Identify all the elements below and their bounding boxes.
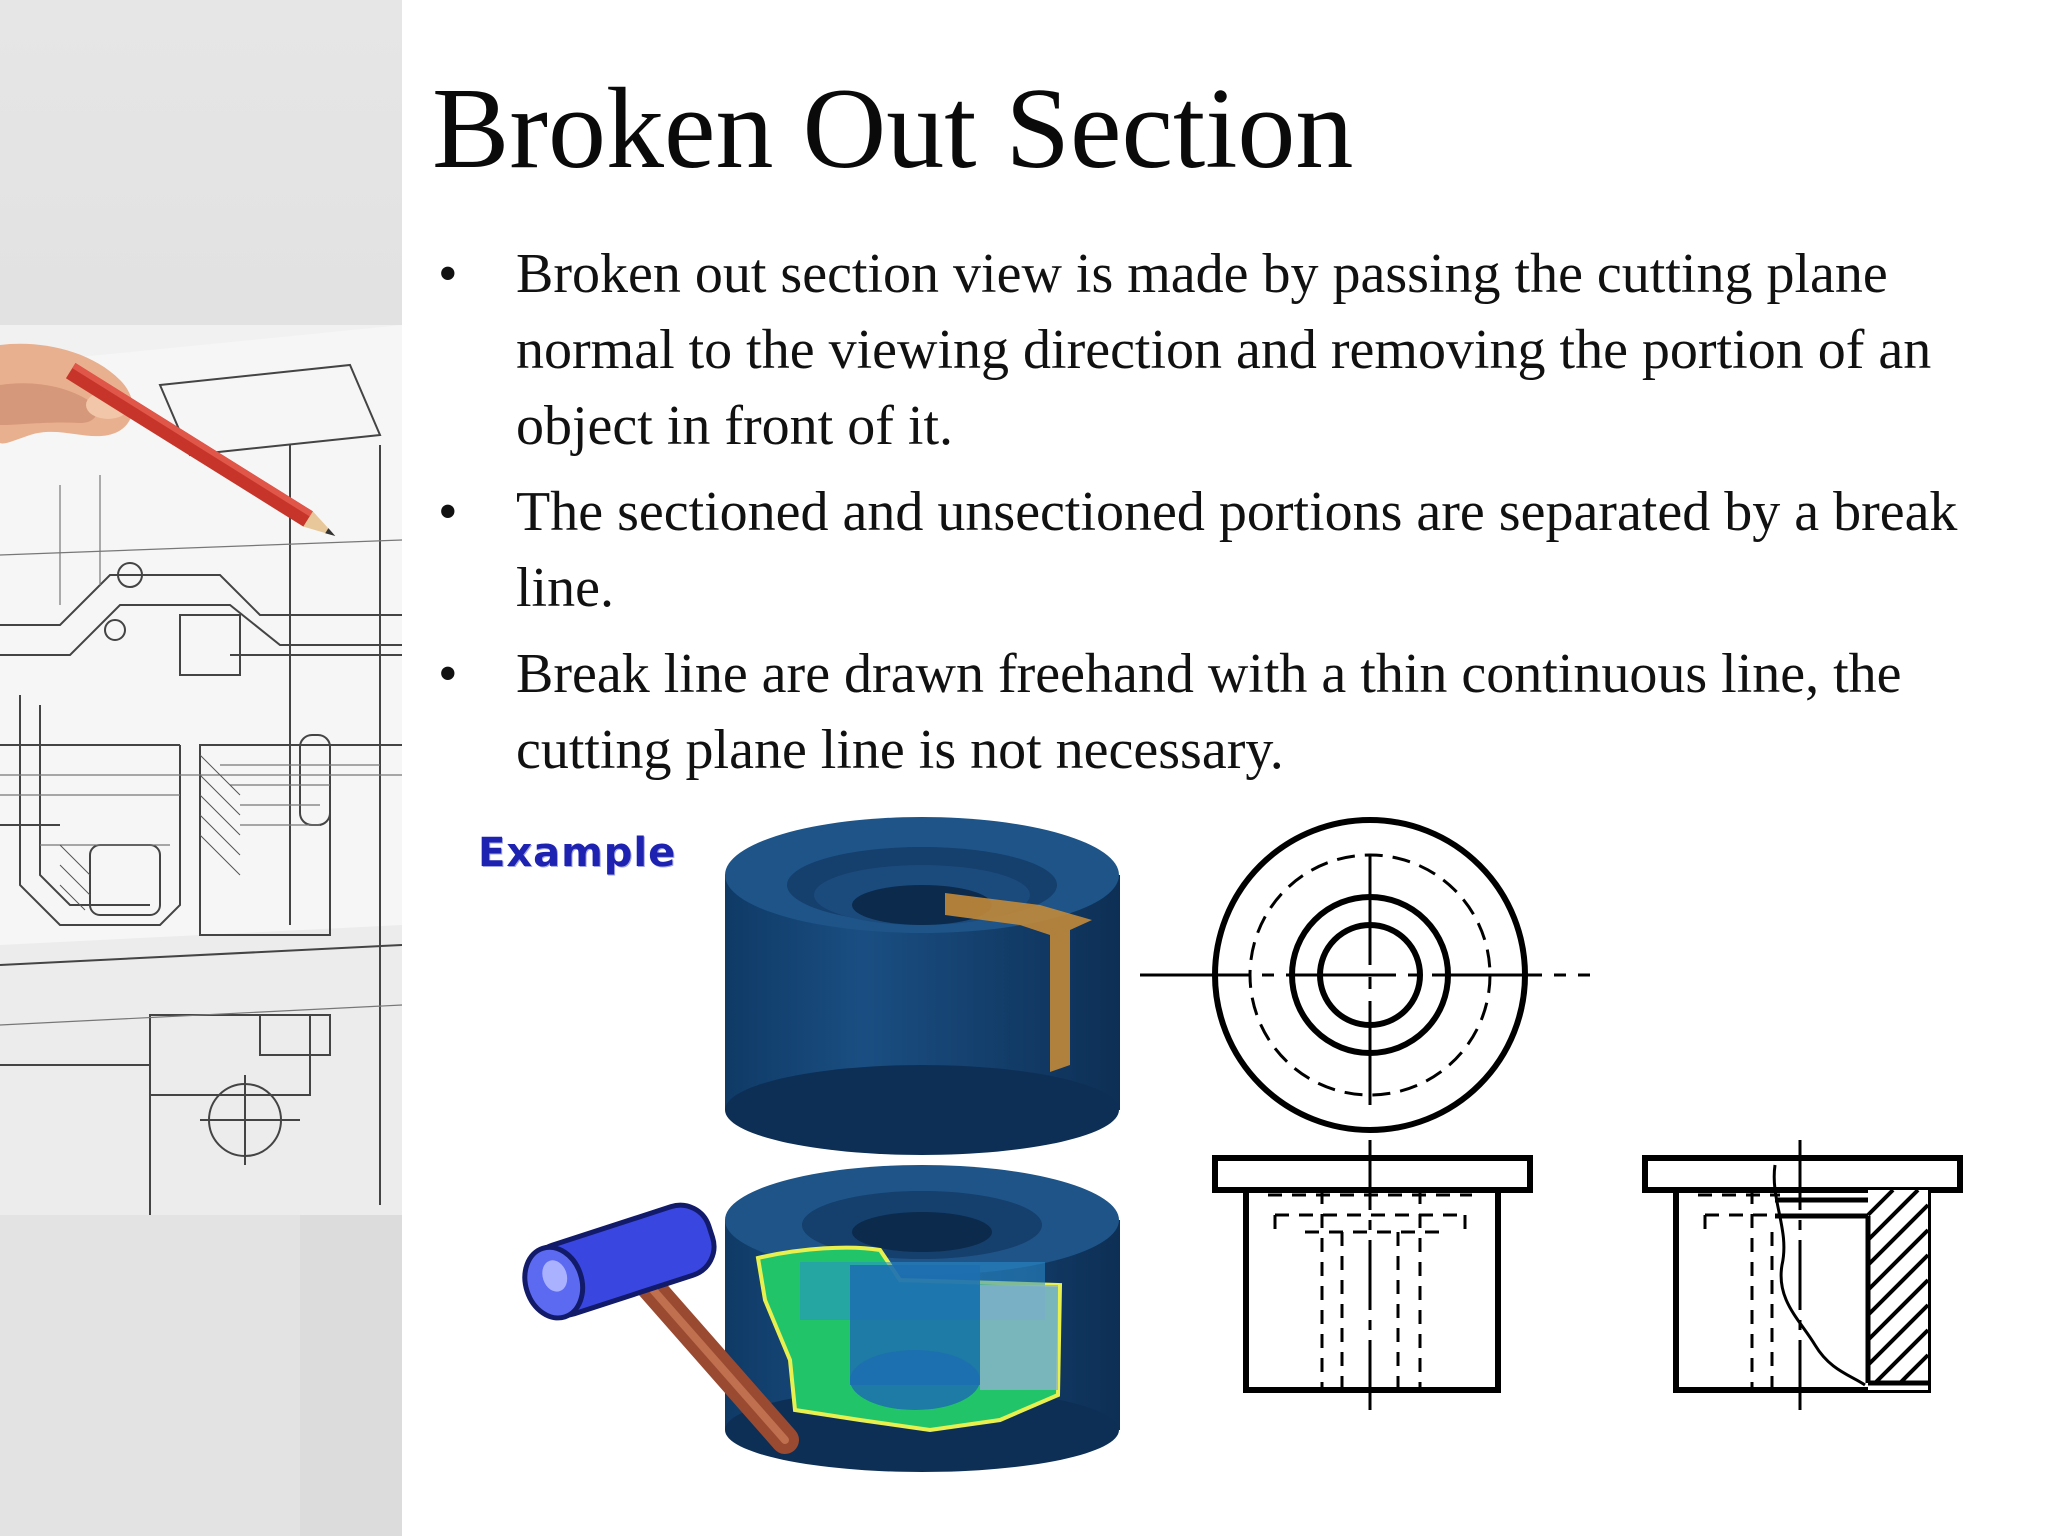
front-view-drawing <box>1212 1140 1533 1420</box>
slide-title: Broken Out Section <box>432 65 1354 193</box>
cylinder-broken-out <box>725 1165 1120 1472</box>
bullet-symbol: • <box>438 643 458 705</box>
sidebar-lower-panel <box>0 1215 402 1536</box>
bullet-item: • Break line are drawn freehand with a t… <box>432 636 2032 788</box>
bullet-symbol: • <box>438 243 458 305</box>
bullet-text: Broken out section view is made by passi… <box>516 243 1932 457</box>
sidebar-decoration <box>0 0 402 1536</box>
bullet-text: The sectioned and unsectioned portions a… <box>516 481 1958 619</box>
section-view-drawing <box>1642 1140 1963 1420</box>
drafting-photo <box>0 325 402 1215</box>
bullet-symbol: • <box>438 481 458 543</box>
bullet-item: • The sectioned and unsectioned portions… <box>432 474 2032 626</box>
bullet-text: Break line are drawn freehand with a thi… <box>516 643 1902 781</box>
top-view-drawing <box>1140 817 1590 1133</box>
sidebar-stripe <box>300 1215 402 1536</box>
bullet-list: • Broken out section view is made by pas… <box>432 236 2032 798</box>
bullet-item: • Broken out section view is made by pas… <box>432 236 2032 464</box>
hammer-icon <box>522 1202 799 1454</box>
example-label: Example <box>478 830 677 876</box>
cylinder-isometric <box>725 817 1120 1155</box>
